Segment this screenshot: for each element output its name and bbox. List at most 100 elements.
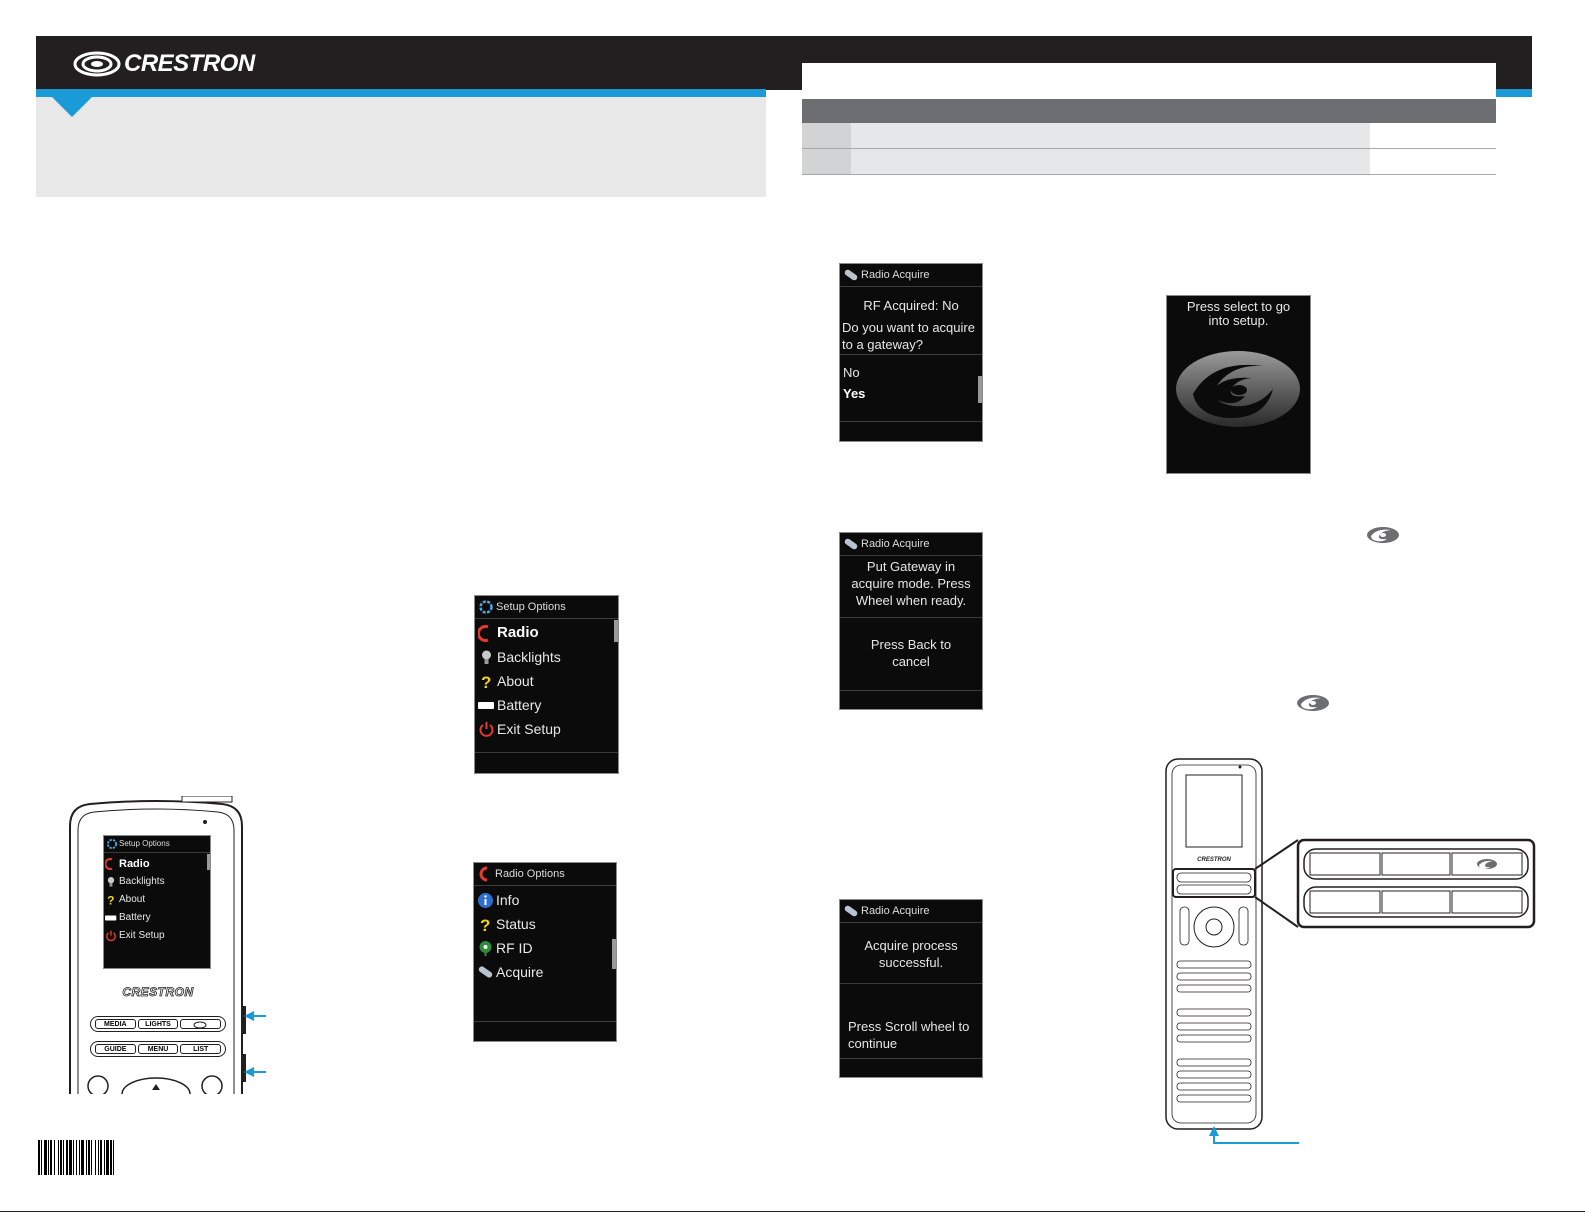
barcode-image [38,1140,114,1175]
radio-acquire-screen-2: Radio Acquire Put Gateway in acquire mod… [839,532,983,710]
radio-acquire-screen-1: Radio Acquire RF Acquired: No Do you wan… [839,263,983,442]
screen-divider [840,421,982,422]
radio-icon [479,866,488,882]
barcode-bar [41,1140,42,1175]
option-yes[interactable]: Yes [843,386,866,401]
acquire-icon [478,966,493,978]
screen-title-bar: Setup Options [475,596,618,619]
barcode-bar [113,1140,114,1175]
scrollbar[interactable] [978,376,982,403]
menu-item-battery[interactable]: Battery [104,909,204,927]
scrollbar[interactable] [207,854,210,870]
setup-options-screen: Setup Options Radio Backlights ? About B… [474,595,619,774]
gear-icon [479,600,493,614]
barcode-bar [54,1140,55,1175]
question-icon: ? [481,673,491,690]
crestron-swirl-icon [1367,527,1399,543]
callout-arrow [252,1015,266,1017]
guide-button[interactable]: GUIDE [95,1044,136,1054]
barcode-bar [58,1140,59,1175]
acquire-instruction: Put Gateway in acquire mode. Press Wheel… [851,559,971,608]
crestron-swirl-icon [193,1021,207,1029]
barcode-bar [98,1140,99,1175]
svg-text:CRESTRON: CRESTRON [1197,857,1231,863]
crestron-logo: CRESTRON [72,48,292,80]
info-icon [478,893,493,908]
menu-item-backlights[interactable]: Backlights [475,645,612,669]
question-icon: ? [480,916,490,933]
splash-screen: Press select to go into setup. [1166,295,1311,474]
callout-arrow-stem [1213,1132,1215,1144]
remote-full-illustration: CRESTRON [1165,758,1536,1130]
screen-divider [475,752,618,753]
acquire-icon [844,269,858,281]
menu-button[interactable]: MENU [137,1044,179,1054]
rf-status-text: RF Acquired: No [863,298,959,313]
svg-text:?: ? [480,916,490,933]
title-panel [36,97,766,197]
svg-text:?: ? [481,673,491,690]
list-button[interactable]: LIST [180,1044,222,1054]
menu-item-about[interactable]: ? About [104,891,204,909]
menu-item-info[interactable]: Info [474,888,610,912]
menu-item-about[interactable]: ? About [475,669,612,693]
spec-table-cell [1370,149,1496,174]
barcode-bar [69,1140,72,1175]
screen-title-bar: Radio Acquire [840,900,982,923]
screen-title-bar: Radio Acquire [840,533,982,556]
menu-item-radio[interactable]: Radio [104,855,204,873]
menu-item-exit-setup[interactable]: Exit Setup [104,927,204,945]
arrow-head-icon [244,1067,254,1077]
menu-item-status[interactable]: ? Status [474,912,610,936]
question-icon: ? [107,894,114,906]
scrollbar[interactable] [614,620,618,642]
menu-item-radio[interactable]: Radio [475,621,612,645]
power-icon [479,722,494,737]
crestron-swirl-icon [73,51,121,77]
barcode-bar [63,1140,64,1175]
screen-divider [840,983,982,984]
splash-message: Press select to go into setup. [1186,299,1291,328]
arrow-head-icon [1209,1126,1219,1136]
spec-table-row [802,149,1496,175]
barcode-bar [50,1140,52,1175]
radio-acquire-screen-3: Radio Acquire Acquire process successful… [839,899,983,1078]
media-button[interactable]: MEDIA [95,1019,136,1029]
barcode-bar [81,1140,84,1175]
remote-button-row-2: GUIDE MENU LIST [90,1041,226,1057]
accent-stripe-left [36,89,766,97]
callout-arrow [1213,1142,1299,1144]
power-icon [106,930,116,942]
acquire-icon [844,538,858,550]
header-notch [52,97,92,117]
option-no[interactable]: No [843,365,860,380]
bulb-icon [482,650,491,664]
crestron-button[interactable] [180,1019,222,1029]
scrollbar[interactable] [612,939,616,969]
menu-item-rf-id[interactable]: RF ID [474,936,610,960]
menu-item-exit-setup[interactable]: Exit Setup [475,717,612,741]
menu-item-backlights[interactable]: Backlights [104,873,204,891]
page-bottom-rule [0,1211,1585,1212]
barcode-bar [110,1140,112,1175]
screen-title: Setup Options [496,601,566,613]
rf-id-icon [479,941,492,956]
crestron-swirl-icon [1176,351,1300,427]
screen-title-bar: Radio Acquire [840,264,982,287]
screen-title: Radio Options [495,868,565,880]
radio-options-screen: Radio Options Info ? Status RF ID Acquir… [473,862,617,1042]
menu-item-battery[interactable]: Battery [475,693,612,717]
remote-setup-options-screen: Setup Options Radio Backlights ? About B… [103,835,211,969]
radio-icon [105,858,113,870]
screen-divider [840,617,982,618]
gear-icon [106,838,118,850]
menu-item-acquire[interactable]: Acquire [474,960,610,984]
screen-divider [840,690,982,691]
remote-brand-label: CRESTRON [122,985,194,1000]
acquire-icon [844,905,858,917]
lights-button[interactable]: LIGHTS [137,1019,179,1029]
svg-text:?: ? [107,894,114,906]
barcode-bar [95,1140,96,1175]
accent-stripe-right [1496,89,1532,97]
barcode-bar [60,1140,62,1175]
